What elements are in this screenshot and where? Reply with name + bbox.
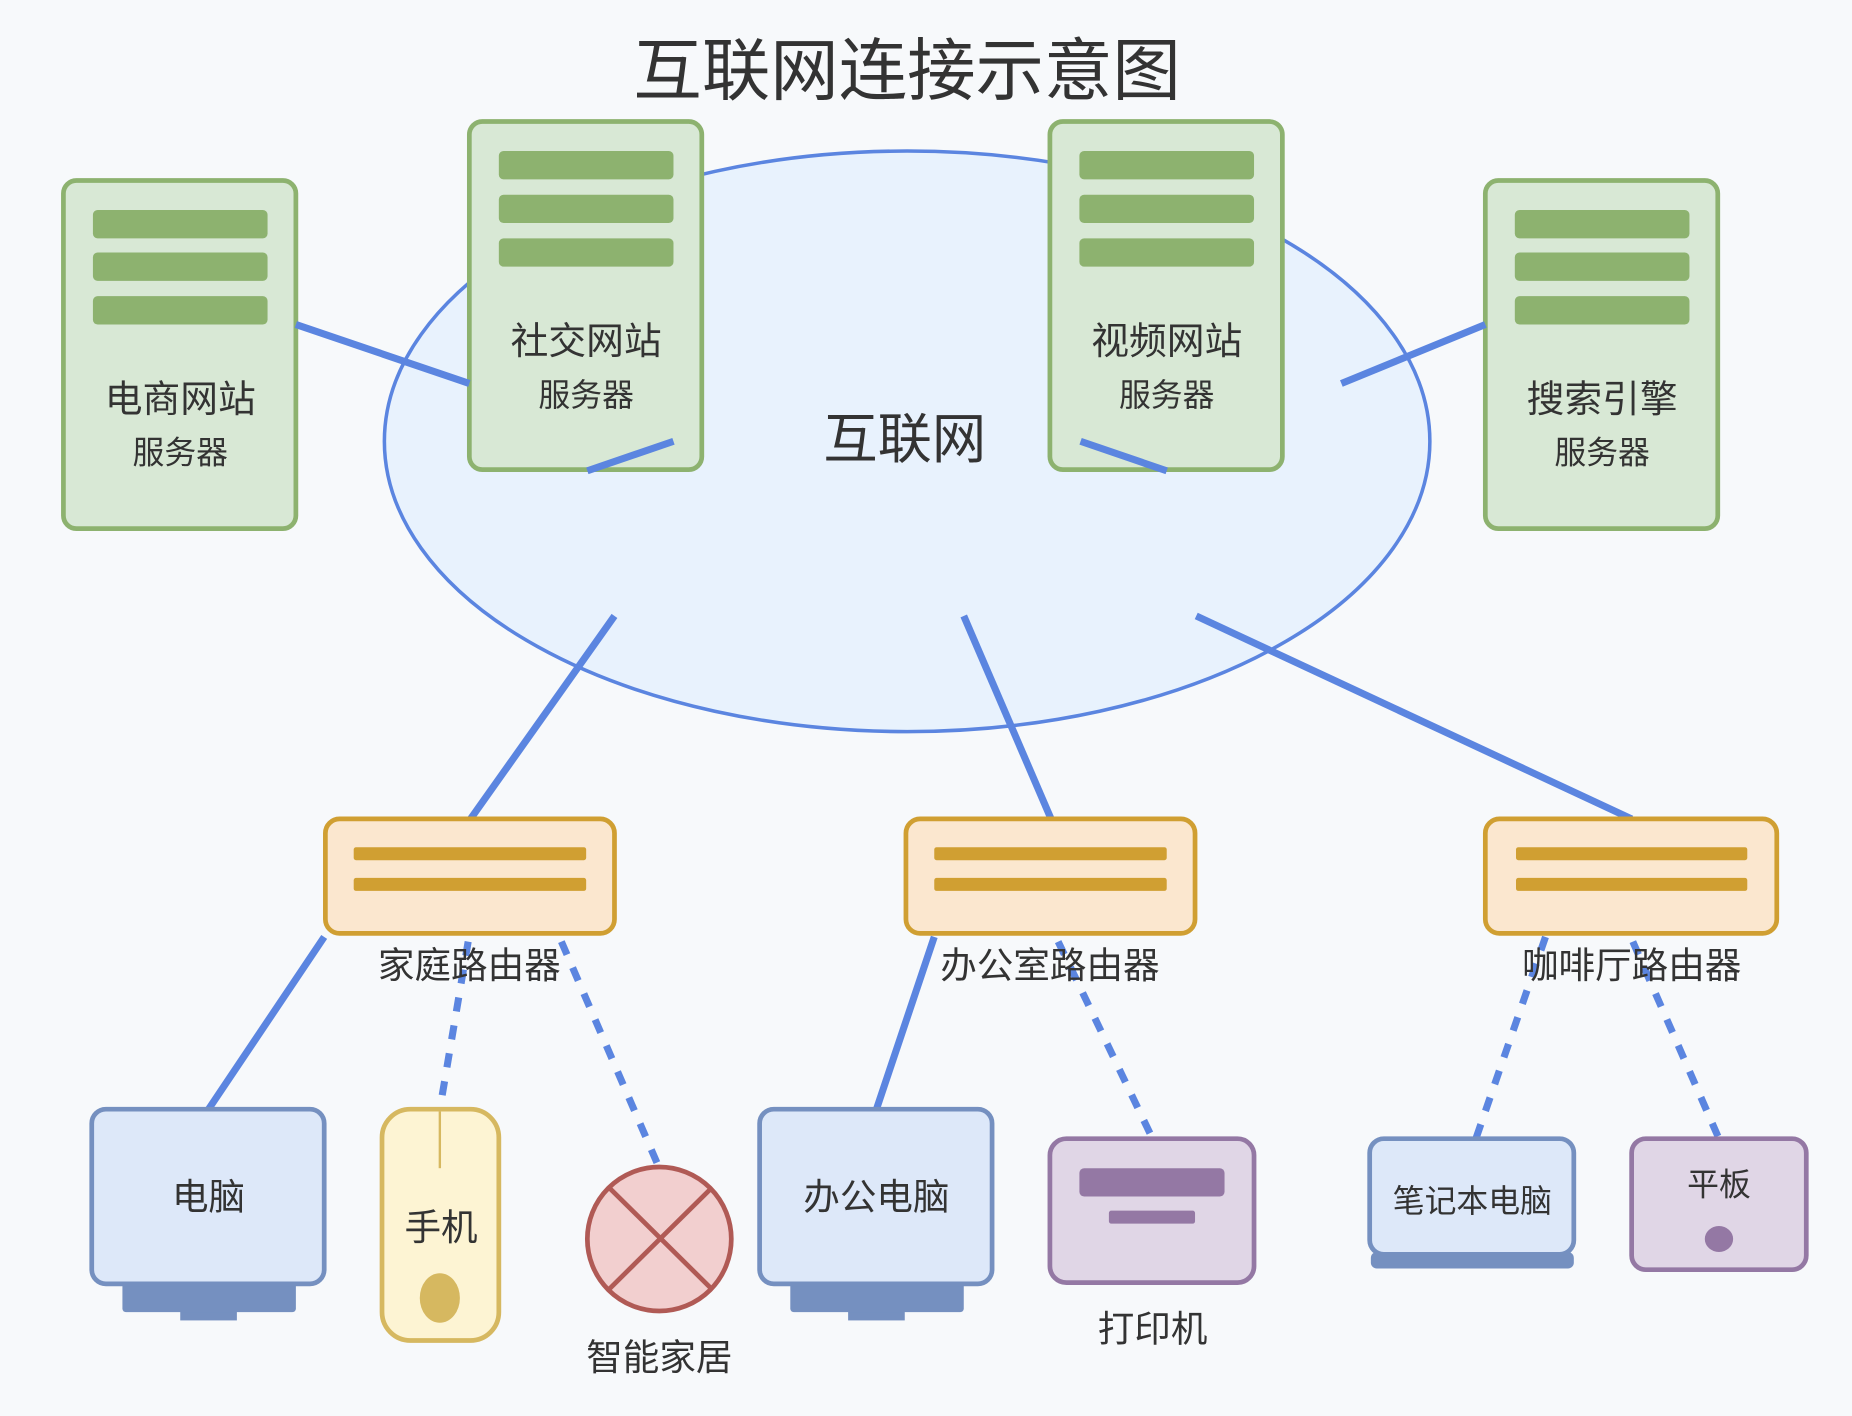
server-type: 服务器 bbox=[538, 376, 634, 414]
router-stripe bbox=[1516, 847, 1748, 861]
server-type: 服务器 bbox=[132, 434, 228, 472]
internet-label: 互联网 bbox=[823, 408, 986, 471]
server-bay bbox=[1079, 194, 1255, 224]
server-bay bbox=[92, 252, 268, 281]
server-type: 服务器 bbox=[1119, 376, 1215, 414]
printer-tray bbox=[1079, 1168, 1225, 1197]
router-office[interactable] bbox=[903, 816, 1198, 936]
server-bay bbox=[498, 151, 674, 180]
server-bay bbox=[498, 238, 674, 267]
server-video[interactable]: 视频网站 服务器 bbox=[1047, 119, 1285, 472]
smart-home-cross bbox=[608, 1186, 713, 1291]
device-laptop[interactable]: 笔记本电脑 bbox=[1367, 1136, 1577, 1269]
wifi-cafe-router-laptop bbox=[1472, 935, 1549, 1140]
server-name: 视频网站 bbox=[1091, 319, 1242, 363]
device-printer[interactable]: 打印机 bbox=[1047, 1136, 1257, 1351]
wifi-office-router-printer bbox=[1054, 940, 1156, 1141]
router-body bbox=[903, 816, 1198, 936]
computer-monitor bbox=[89, 1106, 327, 1287]
router-body bbox=[323, 816, 617, 936]
device-label: 平板 bbox=[1687, 1165, 1751, 1203]
router-label-office: 办公室路由器 bbox=[940, 944, 1159, 987]
device-label: 电脑 bbox=[172, 1176, 245, 1219]
link-social-internet bbox=[586, 437, 675, 475]
wifi-home-router-phone bbox=[436, 941, 472, 1110]
diagram-title: 互联网连接示意图 bbox=[633, 31, 1180, 111]
server-name: 电商网站 bbox=[105, 377, 256, 421]
phone-home-button bbox=[419, 1273, 460, 1323]
phone-body bbox=[379, 1106, 502, 1343]
server-ecommerce[interactable]: 电商网站 服务器 bbox=[61, 178, 299, 531]
link-video-internet bbox=[1079, 437, 1168, 475]
link-office-router-pc bbox=[873, 935, 938, 1111]
server-bay bbox=[1079, 151, 1255, 180]
router-stripe bbox=[934, 847, 1167, 861]
wifi-cafe-router-tablet bbox=[1629, 940, 1723, 1141]
server-bay bbox=[1514, 252, 1690, 281]
device-label: 智能家居 bbox=[586, 1336, 732, 1379]
server-bay bbox=[1514, 210, 1690, 239]
server-bay bbox=[92, 296, 268, 325]
link-internet-cafe-router bbox=[1194, 612, 1634, 823]
wifi-home-router-smarthome bbox=[558, 940, 663, 1170]
router-home[interactable] bbox=[323, 816, 617, 936]
router-body bbox=[1482, 816, 1780, 936]
device-smart-home[interactable]: 智能家居 bbox=[584, 1164, 734, 1379]
device-computer[interactable]: 电脑 bbox=[89, 1106, 327, 1321]
server-name: 搜索引擎 bbox=[1527, 377, 1678, 421]
server-name: 社交网站 bbox=[511, 319, 662, 363]
server-bay bbox=[1514, 296, 1690, 325]
device-label: 办公电脑 bbox=[803, 1176, 949, 1219]
server-type: 服务器 bbox=[1554, 434, 1650, 472]
link-search-internet bbox=[1340, 321, 1487, 387]
link-internet-office-router bbox=[960, 614, 1055, 821]
router-stripe bbox=[353, 847, 587, 861]
device-label: 打印机 bbox=[1098, 1308, 1208, 1351]
router-cafe[interactable] bbox=[1482, 816, 1780, 936]
server-bay bbox=[1079, 238, 1255, 267]
link-home-router-computer bbox=[205, 934, 328, 1112]
computer-monitor bbox=[757, 1106, 995, 1287]
printer-slot bbox=[1108, 1210, 1196, 1224]
link-ecommerce-internet bbox=[294, 321, 471, 387]
server-search[interactable]: 搜索引擎 服务器 bbox=[1482, 178, 1721, 531]
device-office-pc[interactable]: 办公电脑 bbox=[757, 1106, 995, 1321]
device-phone[interactable]: 手机 bbox=[379, 1106, 502, 1343]
server-social[interactable]: 社交网站 服务器 bbox=[466, 119, 705, 472]
router-stripe bbox=[934, 877, 1167, 891]
router-label-home: 家庭路由器 bbox=[378, 944, 561, 987]
device-tablet[interactable]: 平板 bbox=[1629, 1136, 1809, 1273]
tablet-home-button bbox=[1704, 1226, 1734, 1252]
server-bay bbox=[498, 194, 674, 224]
link-internet-home-router bbox=[467, 613, 618, 821]
router-label-cafe: 咖啡厅路由器 bbox=[1522, 944, 1741, 987]
laptop-screen bbox=[1367, 1136, 1577, 1257]
device-label: 手机 bbox=[404, 1206, 477, 1249]
router-stripe bbox=[1516, 877, 1748, 891]
router-stripe bbox=[353, 877, 587, 891]
device-label: 笔记本电脑 bbox=[1393, 1182, 1552, 1220]
tablet-body bbox=[1629, 1136, 1809, 1273]
server-bay bbox=[92, 210, 268, 239]
